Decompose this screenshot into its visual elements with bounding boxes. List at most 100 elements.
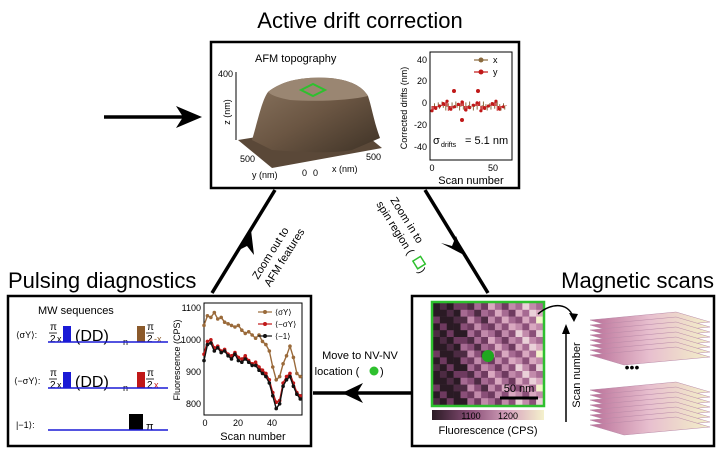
title-pulsing: Pulsing diagnostics	[8, 268, 196, 293]
fluor-point	[240, 360, 244, 365]
fluor-point	[270, 365, 275, 369]
map-cell	[474, 357, 482, 365]
scan-axis-label: Scan number	[571, 342, 583, 408]
mw-pi2-num-2: π	[147, 322, 154, 333]
map-cell	[439, 316, 448, 324]
fluor-point	[295, 371, 299, 376]
map-cell	[494, 330, 503, 338]
fluor-legend-label: ⟨σY⟩	[275, 308, 292, 317]
fluor-point	[288, 344, 292, 349]
map-cell	[474, 337, 482, 345]
fluor-xtick: 0	[202, 418, 207, 428]
map-cell	[536, 391, 544, 399]
map-cell	[433, 323, 441, 331]
fluor-point	[284, 354, 289, 358]
map-cell	[439, 303, 448, 311]
drift-ytick: -40	[414, 142, 427, 152]
map-cell	[501, 323, 509, 331]
map-cell	[446, 309, 454, 317]
fluor-point	[264, 371, 268, 376]
map-cell	[460, 303, 468, 311]
mw-pi2-num-4: π	[147, 368, 154, 379]
map-cell	[467, 337, 475, 345]
map-cell	[467, 398, 475, 406]
mw-pulse-red	[137, 372, 145, 388]
mw-dd: (DD)	[75, 328, 109, 345]
map-cell	[439, 350, 448, 358]
map-cell	[453, 309, 461, 317]
map-cell	[446, 384, 454, 392]
map-cell	[467, 377, 475, 385]
map-cell	[529, 343, 537, 351]
map-cell	[536, 384, 544, 392]
zoom-out-arrow-line	[210, 189, 277, 294]
map-cell	[474, 350, 482, 358]
move-line2: location (	[315, 366, 360, 378]
map-cell	[508, 337, 516, 345]
zoom-in-square-icon	[411, 255, 427, 270]
map-cell	[494, 384, 503, 392]
fluor-point	[202, 323, 206, 328]
map-cell	[508, 364, 516, 372]
map-cell	[501, 357, 509, 365]
drift-point-y	[452, 89, 456, 93]
map-cell	[453, 330, 461, 338]
map-cell	[481, 323, 489, 331]
map-cell	[467, 364, 475, 372]
map-cell	[508, 350, 516, 358]
fluor-point	[246, 360, 251, 365]
drift-legend-y: y	[493, 67, 498, 77]
stack-curve-arrow-head	[569, 313, 578, 322]
map-cell	[529, 323, 537, 331]
map-cell	[522, 357, 530, 365]
mw-mx-sub: -x	[154, 334, 162, 344]
map-cell	[446, 391, 454, 399]
fluor-point	[209, 338, 213, 342]
map-cell	[508, 384, 516, 392]
map-cell	[460, 350, 468, 358]
drift-ytick: -20	[414, 120, 427, 130]
map-cell	[536, 371, 544, 379]
afm-x-tick-0: 0	[313, 168, 318, 178]
map-cell	[481, 398, 489, 406]
map-cell	[515, 371, 523, 379]
map-cell	[494, 398, 503, 406]
fluor-legend-marker	[263, 334, 267, 338]
map-cell	[515, 377, 523, 385]
map-cell	[474, 391, 482, 399]
map-cell	[446, 364, 454, 372]
fluor-legend-label: ⟨−σY⟩	[275, 320, 296, 329]
afm-zoom-marker	[298, 82, 328, 98]
sigma-subscript: drifts	[441, 142, 457, 149]
map-cell	[460, 357, 468, 365]
map-cell	[433, 357, 441, 365]
move-line1: Move to NV-NV	[322, 350, 398, 362]
map-cell	[508, 309, 516, 317]
fluor-point	[229, 323, 234, 328]
map-cell	[508, 398, 516, 406]
map-cell	[494, 391, 503, 399]
map-cell	[494, 343, 503, 351]
fluor-point	[291, 355, 296, 360]
map-cell	[453, 391, 461, 399]
map-cell	[488, 316, 496, 324]
afm-y-tick: 500	[240, 154, 255, 164]
map-cell	[522, 350, 530, 358]
map-cell	[433, 350, 441, 358]
fluor-point	[209, 315, 213, 320]
map-cell	[488, 377, 496, 385]
map-cell	[467, 357, 475, 365]
map-cell	[481, 343, 489, 351]
map-cell	[439, 398, 448, 406]
fluor-point	[260, 368, 265, 373]
afm-x-label: x (nm)	[332, 164, 358, 174]
map-cell	[453, 303, 461, 311]
mw-dd-2: (DD)	[75, 374, 109, 391]
map-cell	[529, 309, 537, 317]
map-cell	[439, 371, 448, 379]
map-cell	[453, 398, 461, 406]
map-cell	[474, 303, 482, 311]
map-frame	[430, 300, 546, 408]
fluor-point	[277, 402, 282, 406]
map-cell	[494, 350, 503, 358]
